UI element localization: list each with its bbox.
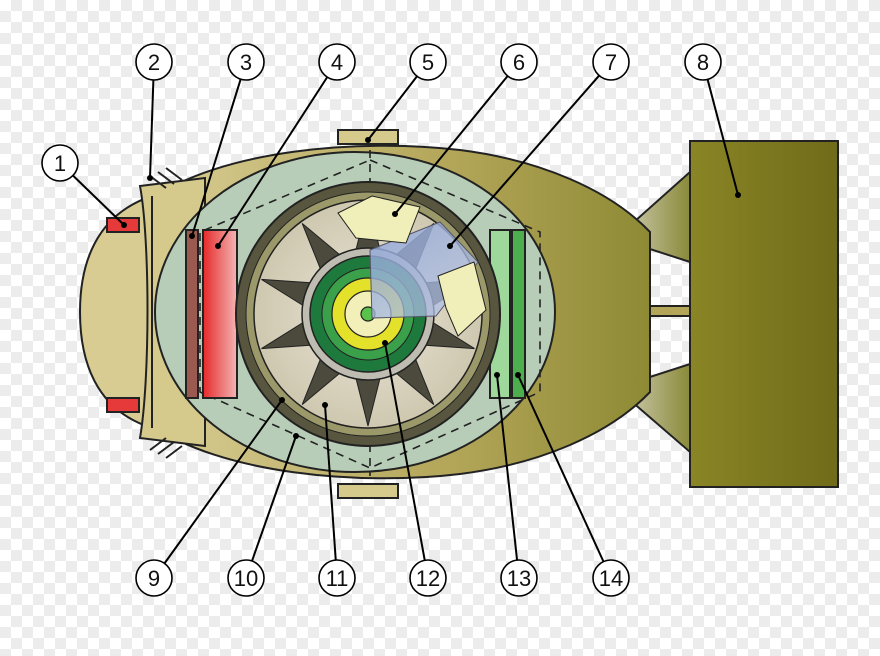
callout-label-12: 12 — [416, 566, 440, 591]
callout-circle-12 — [409, 559, 447, 597]
callout-label-3: 3 — [240, 50, 252, 75]
callout-circle-7 — [592, 43, 630, 81]
callout-leader-6 — [394, 75, 509, 215]
core-assembly — [235, 181, 501, 447]
callout-circle-5 — [409, 43, 447, 81]
impact-fuse-lower — [106, 397, 140, 413]
callout-circle-8 — [684, 43, 722, 81]
callout-circle-11 — [318, 559, 356, 597]
callout-circle-6 — [500, 43, 538, 81]
callout-leader-9 — [163, 399, 283, 564]
callout-label-6: 6 — [513, 50, 525, 75]
callout-circle-10 — [227, 559, 265, 597]
dashed-boundary — [199, 159, 541, 469]
callout-circle-2 — [135, 43, 173, 81]
callout-point-5 — [365, 137, 371, 143]
callout-point-13 — [494, 372, 500, 378]
callout-label-13: 13 — [507, 566, 531, 591]
callout-label-10: 10 — [234, 566, 258, 591]
callout-label-2: 2 — [148, 50, 160, 75]
callout-label-11: 11 — [326, 566, 349, 591]
callout-point-3 — [189, 233, 195, 239]
callout-label-4: 4 — [331, 50, 343, 75]
callout-circle-14 — [592, 559, 630, 597]
tail-assembly — [613, 140, 839, 488]
callout-point-2 — [147, 175, 153, 181]
plate-red — [202, 229, 238, 399]
callout-label-7: 7 — [605, 50, 617, 75]
callout-point-9 — [279, 397, 285, 403]
callout-circle-4 — [318, 43, 356, 81]
callout-leader-3 — [191, 78, 242, 237]
callout-leader-11 — [324, 404, 337, 561]
callout-point-11 — [322, 402, 328, 408]
fuse-antennas-lower — [149, 437, 183, 459]
pale-fragment-right — [437, 261, 487, 337]
callout-label-9: 9 — [148, 566, 160, 591]
plate-brown — [185, 229, 199, 399]
callout-point-7 — [447, 243, 453, 249]
callout-circle-1 — [41, 144, 79, 182]
callout-circle-3 — [227, 43, 265, 81]
callout-leader-13 — [496, 374, 519, 561]
callout-leader-5 — [367, 75, 418, 141]
callout-point-4 — [215, 243, 221, 249]
callout-label-8: 8 — [697, 50, 709, 75]
callout-leader-1 — [72, 174, 125, 226]
tail-box — [689, 140, 839, 488]
callout-point-10 — [293, 433, 299, 439]
callout-point-1 — [121, 222, 127, 228]
callout-leader-10 — [251, 435, 297, 562]
suspension-lug-bottom — [337, 483, 399, 499]
callout-circle-9 — [135, 559, 173, 597]
callout-point-8 — [735, 192, 741, 198]
callout-point-12 — [382, 340, 388, 346]
callout-label-14: 14 — [599, 566, 623, 591]
callout-circle-13 — [500, 559, 538, 597]
callout-leader-14 — [517, 374, 605, 563]
callout-point-14 — [515, 372, 521, 378]
callout-leader-12 — [384, 342, 426, 561]
callout-leader-4 — [217, 76, 329, 247]
plate-green-dark — [511, 229, 526, 399]
callout-leader-7 — [449, 74, 600, 247]
callout-label-1: 1 — [54, 151, 66, 176]
callout-point-6 — [392, 211, 398, 217]
callout-label-5: 5 — [422, 50, 434, 75]
callout-leader-2 — [149, 79, 155, 179]
callout-leader-8 — [706, 79, 739, 196]
